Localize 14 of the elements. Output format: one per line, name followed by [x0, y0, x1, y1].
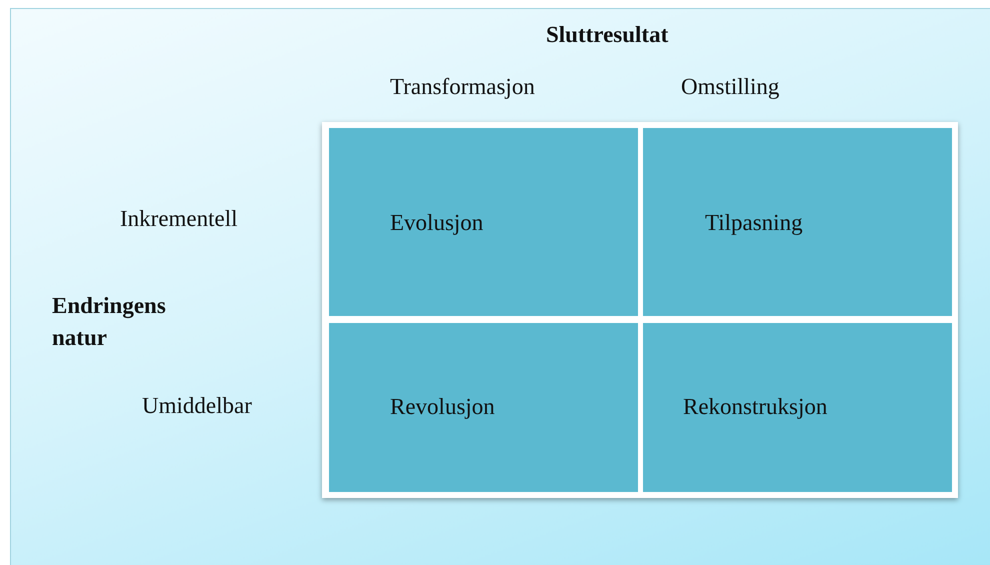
cell-label: Rekonstruksjon [683, 394, 828, 420]
axis-title: Sluttresultat [546, 22, 668, 48]
matrix-cell [643, 128, 952, 316]
axis-title: Endringens natur [52, 292, 167, 352]
matrix-cell [643, 323, 952, 492]
cell-label: Revolusjon [390, 394, 495, 420]
cell-label: Evolusjon [390, 210, 484, 236]
row-header: Inkrementell [120, 206, 238, 232]
column-header: Omstilling [681, 74, 780, 100]
matrix-cell [329, 323, 638, 492]
row-header: Umiddelbar [142, 393, 252, 419]
cell-label: Tilpasning [705, 210, 803, 236]
column-header: Transformasjon [390, 74, 535, 100]
matrix-cell [329, 128, 638, 316]
